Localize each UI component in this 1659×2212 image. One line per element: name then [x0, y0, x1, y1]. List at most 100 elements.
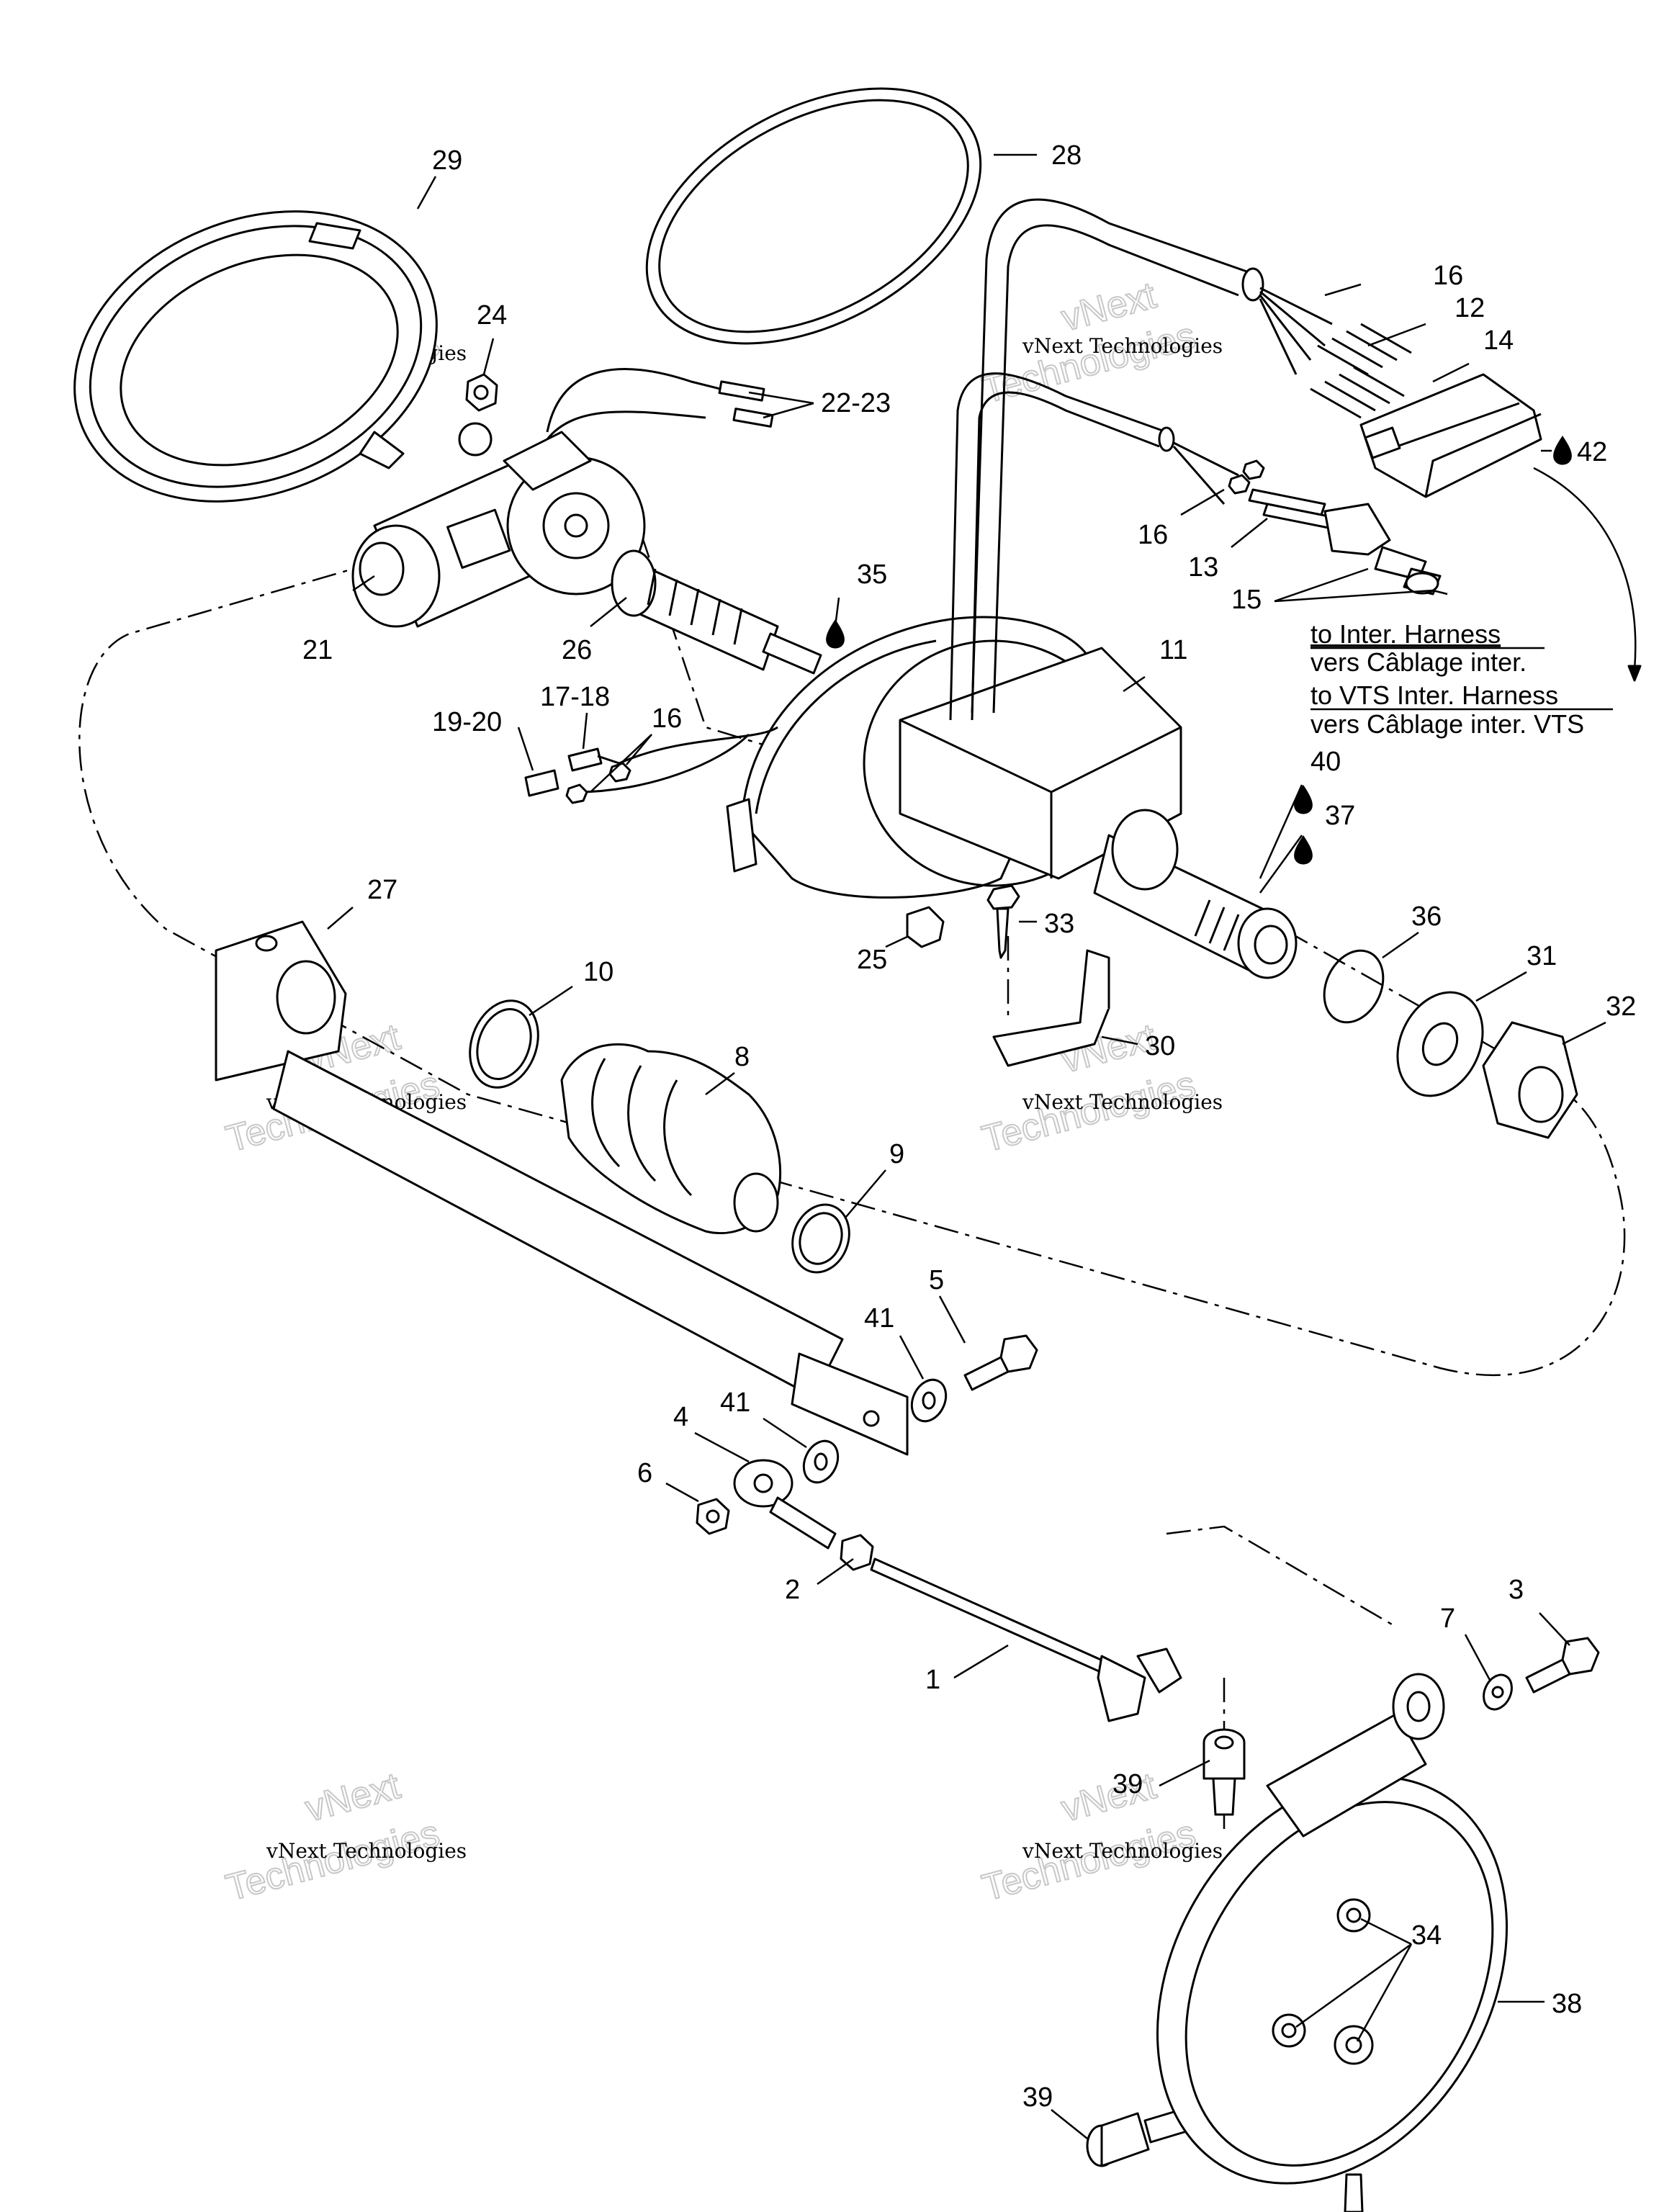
- callout-4: 4: [673, 1402, 688, 1432]
- part-39-screw-top: [1202, 1728, 1246, 1816]
- part-11-actuator: [726, 616, 1298, 979]
- watermark-bottom-left: vNext Technologies vNext Technologies: [221, 1764, 467, 1910]
- callout-37: 37: [1325, 801, 1355, 831]
- callout-24: 24: [477, 300, 507, 331]
- callout-34: 34: [1411, 1920, 1442, 1951]
- note-inter-harness-fr: vers Câblage inter.: [1310, 647, 1527, 677]
- part-27-arm: [215, 920, 909, 1456]
- callout-11: 11: [1159, 635, 1187, 665]
- part-10-clamp: [469, 999, 539, 1089]
- part-9-clamp: [791, 1203, 850, 1274]
- callout-25: 25: [857, 945, 887, 975]
- part-36-o-ring: [1323, 949, 1385, 1024]
- part-22-23-wire: [546, 368, 774, 440]
- part-6-nut: [696, 1498, 730, 1535]
- part-21-motor: [351, 422, 646, 628]
- part-29-cover: [73, 210, 438, 503]
- callout-31: 31: [1527, 941, 1557, 971]
- callout-labels: 29 28 24 22-23 21 26 35 16 12 14 42 16 1…: [302, 140, 1636, 2113]
- harness-cables: [949, 198, 1333, 721]
- callout-21: 21: [302, 635, 333, 665]
- callout-29: 29: [432, 145, 462, 176]
- callout-32: 32: [1606, 992, 1636, 1022]
- part-19-20-terminal: [524, 733, 750, 797]
- callout-16-top: 16: [1433, 261, 1463, 291]
- svg-text:vNext Technologies: vNext Technologies: [1022, 1839, 1223, 1863]
- assembly-path-loop: [78, 488, 1626, 1377]
- callout-10: 10: [583, 957, 613, 987]
- callout-7: 7: [1440, 1604, 1455, 1634]
- callout-40: 40: [1310, 747, 1341, 777]
- callout-12: 12: [1455, 293, 1485, 323]
- callout-17-18: 17-18: [540, 682, 610, 712]
- callout-3: 3: [1509, 1575, 1524, 1605]
- part-15-connector: [1323, 503, 1442, 595]
- harness-notes: to Inter. Harness vers Câblage inter. to…: [1310, 619, 1613, 739]
- callout-38: 38: [1552, 1989, 1582, 2019]
- part-3-bolt: [1525, 1637, 1600, 1694]
- part-12-terminals: [1310, 323, 1412, 419]
- part-31-washer: [1396, 991, 1484, 1097]
- callout-6: 6: [637, 1458, 652, 1488]
- callout-28: 28: [1051, 140, 1082, 171]
- callout-22-23: 22-23: [821, 388, 891, 418]
- watermark-bottom-right: vNext Technologies vNext Technologies: [977, 1764, 1223, 1910]
- note-inter-harness-en: to Inter. Harness: [1310, 619, 1501, 649]
- note-vts-harness-en: to VTS Inter. Harness: [1310, 680, 1558, 710]
- callout-16-mid: 16: [1138, 520, 1168, 550]
- callout-42: 42: [1577, 437, 1607, 467]
- part-14-connector-housing: [1359, 373, 1542, 498]
- callout-35: 35: [857, 559, 887, 590]
- part-38-mount-ring: [1156, 1673, 1508, 2212]
- part-33-screw: [986, 884, 1020, 959]
- callout-30: 30: [1145, 1031, 1175, 1061]
- svg-text:vNext Technologies: vNext Technologies: [266, 1839, 467, 1863]
- callout-8: 8: [734, 1042, 750, 1072]
- callout-2: 2: [785, 1575, 800, 1605]
- callout-13: 13: [1188, 552, 1218, 583]
- part-28-belt: [645, 87, 982, 345]
- part-25-nut: [906, 906, 945, 948]
- oil-drop-icon-42: [1541, 436, 1572, 465]
- part-16-seals: [1228, 459, 1265, 495]
- svg-text:vNext Technologies: vNext Technologies: [1022, 1090, 1223, 1114]
- part-13-terminals: [1248, 488, 1341, 531]
- part-8-boot: [560, 1043, 782, 1235]
- watermark-top-right: vNext Technologies vNext Technologies: [977, 274, 1223, 413]
- callout-5: 5: [929, 1265, 944, 1295]
- callout-39-bottom: 39: [1022, 2082, 1053, 2113]
- part-41-washer-b: [802, 1439, 840, 1484]
- callout-36: 36: [1411, 902, 1442, 932]
- part-5-bolt: [963, 1334, 1038, 1391]
- svg-text:vNext: vNext: [1057, 1765, 1161, 1830]
- callout-16-low: 16: [652, 703, 682, 734]
- part-39-screw-bottom: [1086, 2108, 1188, 2167]
- part-24-nut: [465, 373, 498, 412]
- oil-drop-icon-37: [1294, 835, 1313, 865]
- callout-27: 27: [367, 875, 397, 905]
- part-4-rod-end: [733, 1459, 837, 1550]
- callout-33: 33: [1044, 909, 1074, 939]
- callout-19-20: 19-20: [432, 707, 502, 737]
- part-17-18-terminal: [567, 726, 778, 772]
- callout-1: 1: [925, 1665, 940, 1695]
- note-vts-harness-fr: vers Câblage inter. VTS: [1310, 709, 1584, 739]
- callout-15: 15: [1231, 585, 1262, 615]
- callout-14: 14: [1483, 325, 1514, 356]
- part-32-nut: [1482, 1021, 1578, 1139]
- callout-39-top: 39: [1112, 1769, 1143, 1799]
- part-16-seals-mid: [565, 762, 631, 804]
- svg-text:vNext Technologies: vNext Technologies: [1022, 334, 1223, 358]
- callout-41-top: 41: [864, 1303, 894, 1334]
- svg-text:vNext: vNext: [301, 1765, 405, 1830]
- callout-41-mid: 41: [720, 1388, 750, 1418]
- oil-drop-icon-40: [1294, 785, 1313, 814]
- part-26-worm-gear: [611, 549, 822, 675]
- part-7-washer: [1483, 1673, 1513, 1711]
- part-41-washer-a: [910, 1378, 948, 1423]
- part-1-rod: [870, 1557, 1182, 1722]
- callout-26: 26: [562, 635, 592, 665]
- part-30-bracket: [992, 949, 1110, 1067]
